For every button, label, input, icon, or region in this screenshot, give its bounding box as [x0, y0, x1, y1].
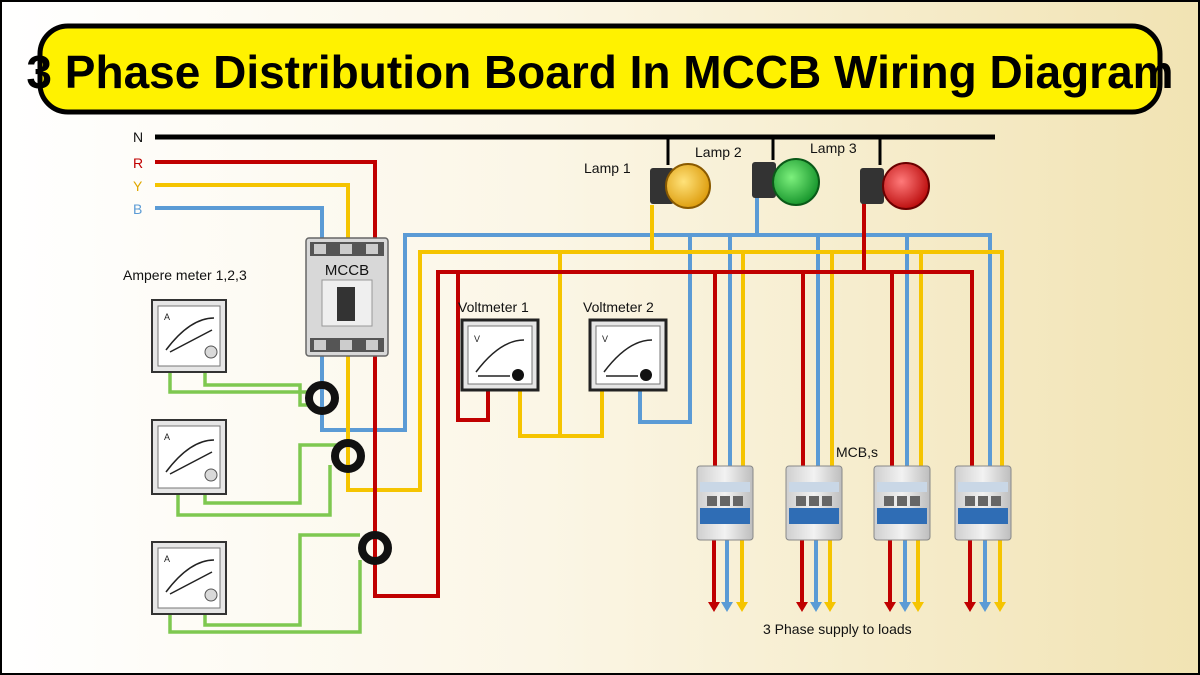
ammeters-label: Ampere meter 1,2,3 — [123, 267, 247, 283]
b-phase-wiring — [155, 180, 992, 605]
current-transformer-icon — [358, 531, 392, 565]
ammeter-symbol: A — [164, 554, 170, 564]
neutral-wiring — [155, 134, 995, 165]
current-transformer-icon — [331, 439, 365, 473]
mcb-breaker-icon — [873, 465, 931, 541]
neutral-label: N — [133, 129, 143, 145]
lamp3-label: Lamp 3 — [810, 140, 857, 156]
r-phase-label: R — [133, 155, 143, 171]
page-title: 3 Phase Distribution Board In MCCB Wirin… — [26, 46, 1173, 98]
arrow-down-icon — [708, 602, 748, 612]
pilot-lamp-icon — [752, 158, 820, 206]
title-background — [37, 23, 1163, 115]
mcbs-label: MCB,s — [836, 444, 878, 460]
voltmeter1-label: Voltmeter 1 — [458, 299, 529, 315]
voltmeter2-label: Voltmeter 2 — [583, 299, 654, 315]
ammeter-icon: A — [151, 541, 227, 615]
voltmeter-symbol: V — [602, 334, 608, 344]
pilot-lamp-icon — [860, 162, 930, 210]
current-transformer-icon — [305, 381, 339, 415]
lamp2-label: Lamp 2 — [695, 144, 742, 160]
loads-label: 3 Phase supply to loads — [763, 621, 912, 637]
voltmeter-icon: V — [460, 318, 540, 392]
voltmeter-symbol: V — [474, 334, 480, 344]
mccb-breaker-icon — [305, 237, 389, 357]
arrow-down-icon — [796, 602, 836, 612]
ammeter-ct-wiring — [168, 370, 362, 634]
r-phase-wiring — [155, 160, 974, 605]
arrow-down-icon — [964, 602, 1006, 612]
load-arrows — [708, 602, 1006, 612]
b-phase-label: B — [133, 201, 142, 217]
ammeter-symbol: A — [164, 312, 170, 322]
y-phase-label: Y — [133, 178, 143, 194]
ammeter-icon: A — [151, 419, 227, 495]
mcb-breaker-icon — [785, 465, 843, 541]
ammeter-symbol: A — [164, 432, 170, 442]
arrow-down-icon — [884, 602, 924, 612]
voltmeter-icon: V — [588, 318, 668, 392]
lamp1-label: Lamp 1 — [584, 160, 631, 176]
ammeter-icon: A — [151, 299, 227, 373]
pilot-lamp-icon — [650, 163, 711, 209]
title-banner: 3 Phase Distribution Board In MCCB Wirin… — [26, 23, 1174, 115]
mccb-label: MCCB — [325, 262, 369, 279]
mcb-breaker-icon — [954, 465, 1012, 541]
mcb-breaker-icon — [696, 465, 754, 541]
